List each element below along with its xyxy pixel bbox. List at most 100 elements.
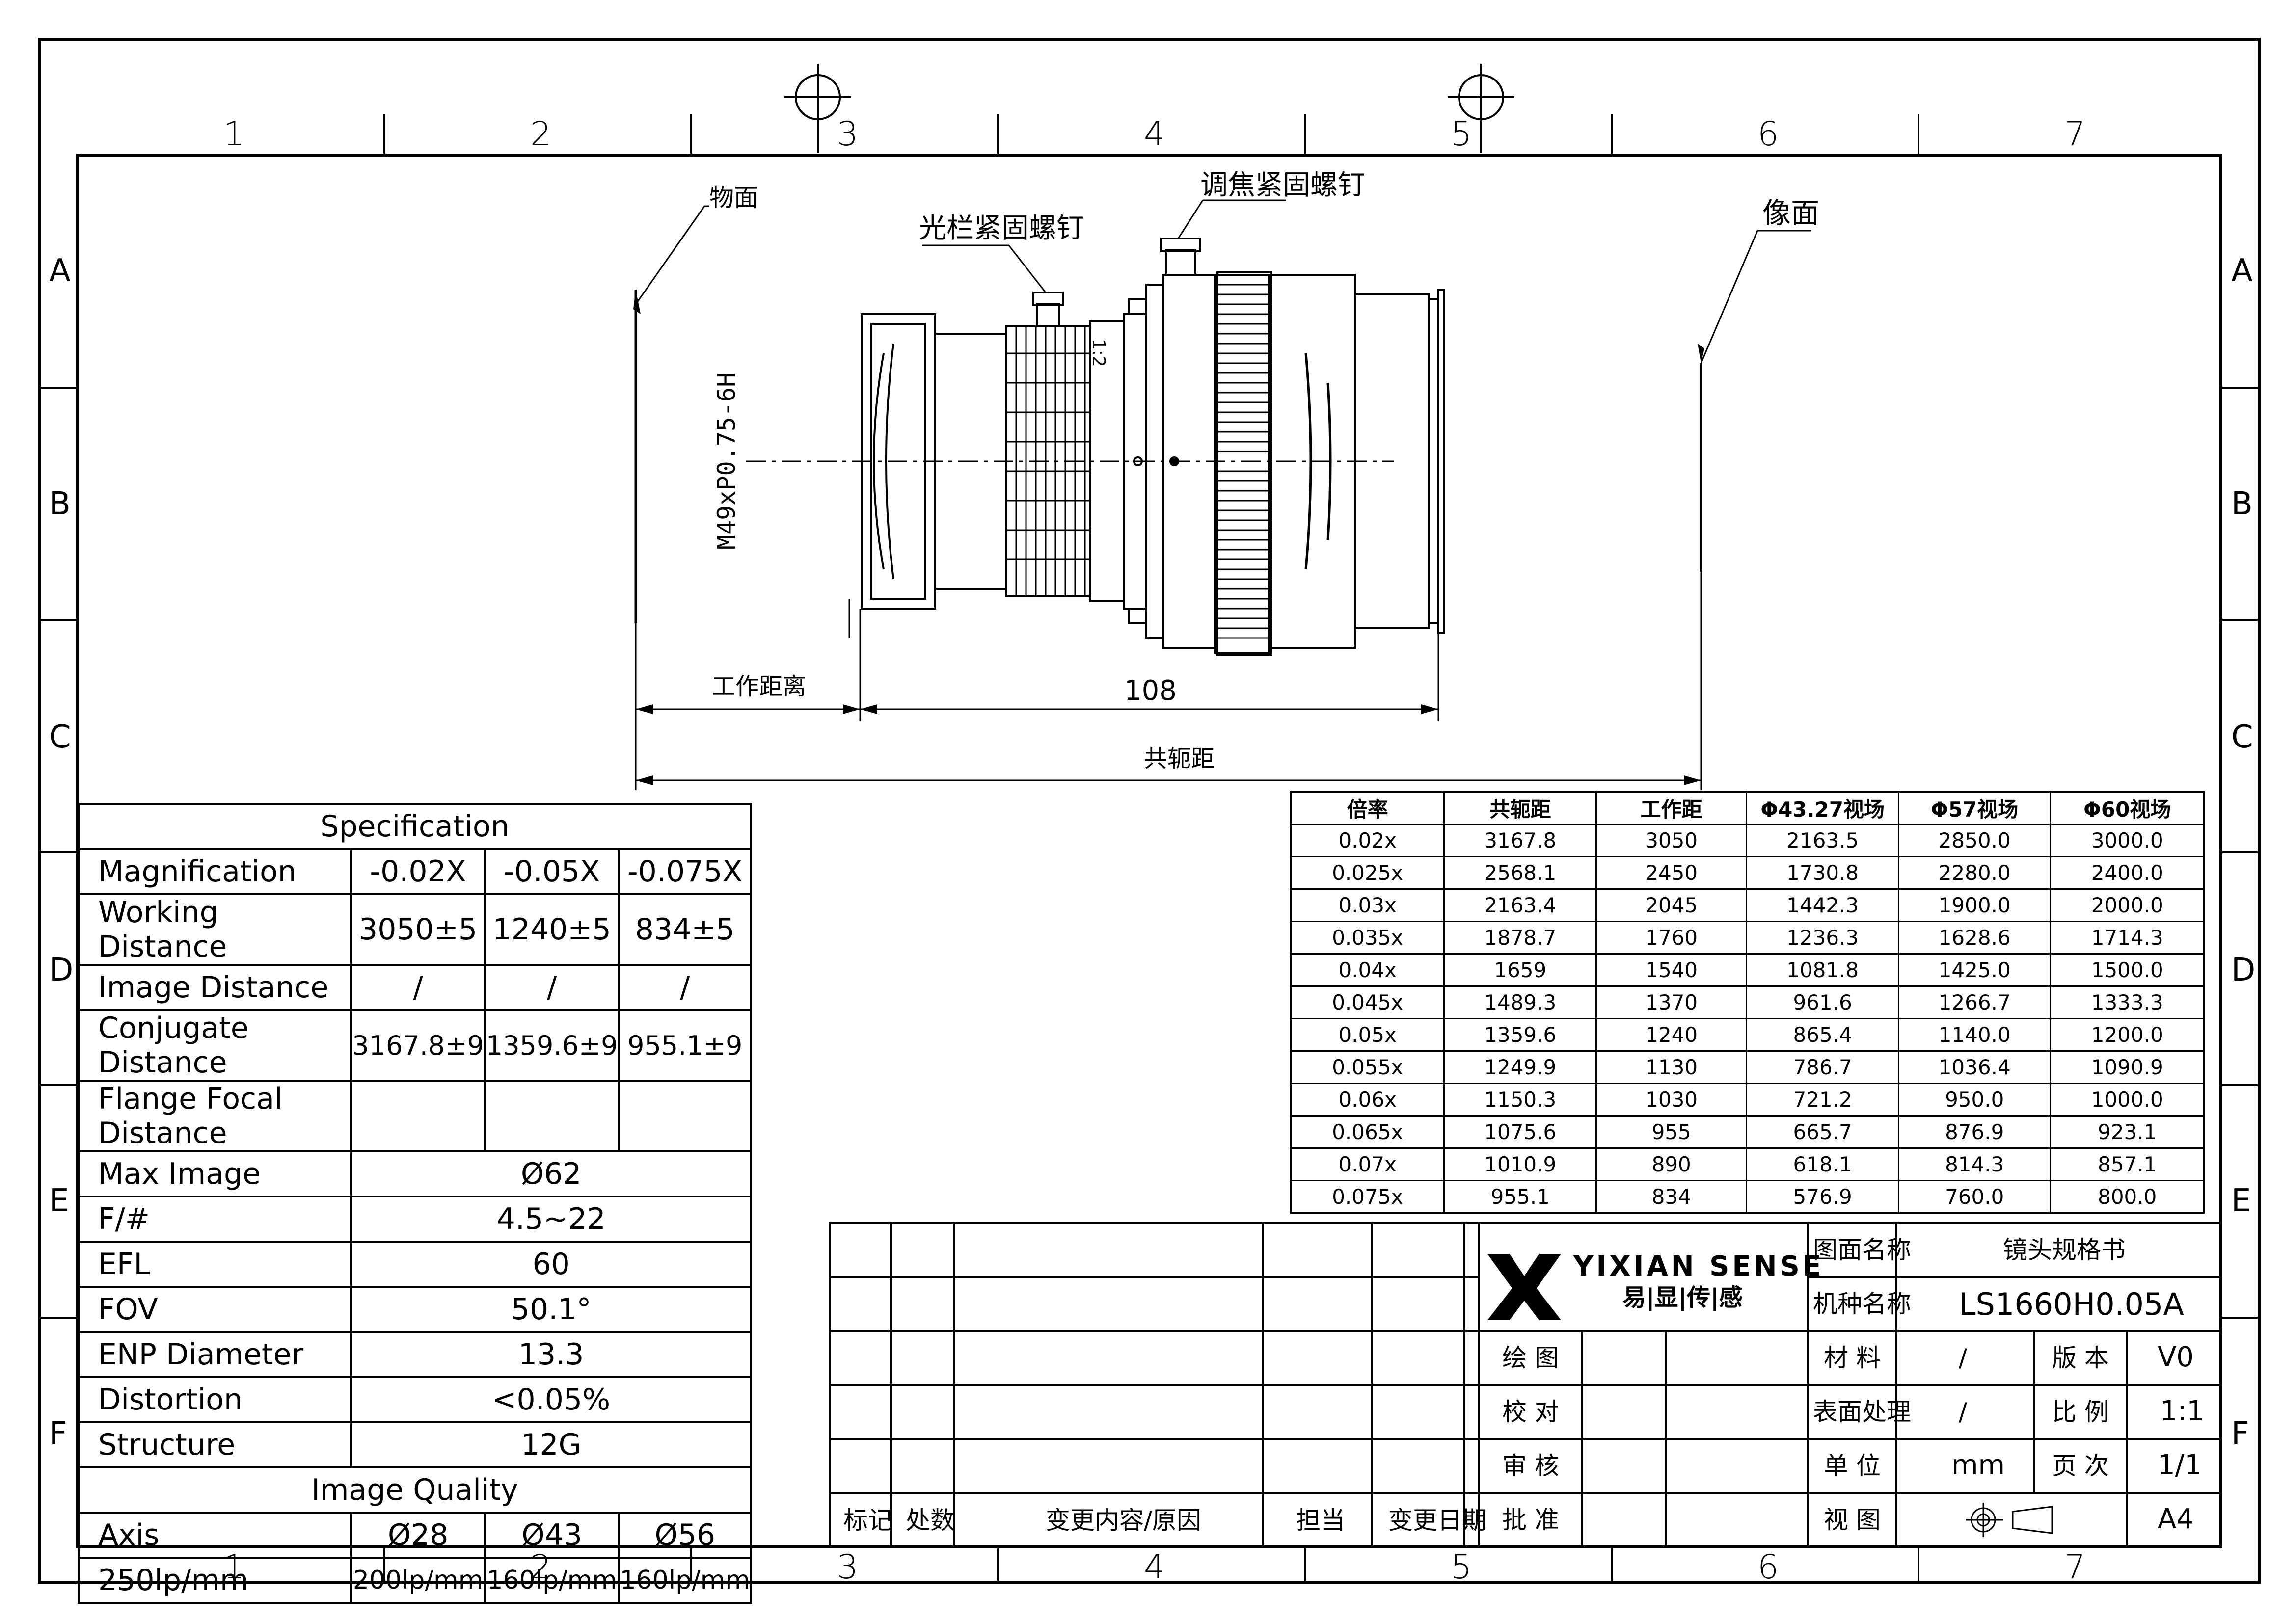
company-logo-text: YIXIAN SENSE <box>1573 1250 1825 1282</box>
checked-label: 校 对 <box>1502 1398 1559 1426</box>
spec-title: Specification <box>78 803 752 850</box>
yixian-logo-mark <box>1487 1254 1561 1320</box>
conjugate-distance-label: 共轭距 <box>1144 745 1215 772</box>
working-distance-label: 工作距离 <box>712 673 807 700</box>
knurl-hatching <box>1006 326 1090 596</box>
page-label: 页 次 <box>2052 1452 2109 1480</box>
row-right-d: D <box>2231 952 2256 988</box>
col-top-1: 1 <box>223 115 245 154</box>
aperture-screw-label: 光栏紧固螺钉 <box>919 213 1084 244</box>
model-label: 机种名称 <box>1813 1290 1911 1318</box>
model-value: LS1660H0.05A <box>1959 1286 2184 1322</box>
paper-size-value: A4 <box>2158 1503 2194 1535</box>
object-plane-label: 物面 <box>709 184 758 212</box>
zone-dividers <box>39 114 2259 1582</box>
col-top-4: 4 <box>1144 115 1165 154</box>
row-left-e: E <box>49 1183 69 1219</box>
surface-value: / <box>1959 1398 1967 1426</box>
image-quality-title: Image Quality <box>78 1466 752 1514</box>
material-value: / <box>1959 1344 1967 1372</box>
row-left-b: B <box>49 486 71 522</box>
scale-value: 1:1 <box>2160 1395 2205 1427</box>
rev-owner-header: 担当 <box>1296 1506 1345 1535</box>
unit-value: mm <box>1951 1449 2005 1481</box>
length-dimension: 108 <box>1124 675 1177 707</box>
approved-label: 批 准 <box>1502 1506 1559 1534</box>
col-top-5: 5 <box>1451 115 1472 154</box>
row-right-e: E <box>2231 1183 2251 1219</box>
company-logo-cn: 易|显|传|感 <box>1622 1284 1743 1311</box>
col-bot-4: 4 <box>1144 1548 1165 1587</box>
col-bot-3: 3 <box>837 1548 859 1587</box>
row-left-a: A <box>49 253 71 289</box>
row-left-f: F <box>49 1416 67 1452</box>
row-right-c: C <box>2231 719 2253 755</box>
drawing-name-label: 图面名称 <box>1813 1236 1911 1264</box>
surface-label: 表面处理 <box>1813 1398 1911 1426</box>
col-bot-7: 7 <box>2064 1548 2086 1587</box>
col-top-6: 6 <box>1757 115 1779 154</box>
outer-frame <box>38 38 2261 1584</box>
focus-screw-label: 调焦紧固螺钉 <box>1200 169 1365 201</box>
lens-outline <box>634 205 1811 790</box>
reviewed-label: 审 核 <box>1502 1452 1559 1480</box>
drawn-label: 绘 图 <box>1502 1344 1559 1372</box>
page-value: 1/1 <box>2158 1449 2202 1481</box>
version-value: V0 <box>2158 1341 2194 1373</box>
col-top-2: 2 <box>530 115 552 154</box>
table-row: Magnification-0.02X-0.05X-0.075X <box>77 848 752 895</box>
screw-leaders <box>922 199 1286 293</box>
table-row: Flange Focal Distance <box>77 1080 752 1152</box>
image-plane-label: 像面 <box>1762 196 1820 230</box>
table-row: F/#4.5~22 <box>77 1196 752 1243</box>
rev-date-header: 变更日期 <box>1388 1506 1486 1535</box>
scale-label: 比 例 <box>2052 1398 2109 1426</box>
row-right-b: B <box>2231 486 2253 522</box>
row-right-a: A <box>2231 253 2253 289</box>
row-left-d: D <box>49 952 74 988</box>
material-label: 材 料 <box>1824 1344 1881 1372</box>
view-label: 视 图 <box>1824 1506 1881 1534</box>
rev-content-header: 变更内容/原因 <box>1046 1506 1201 1535</box>
table-row: Image Distance/// <box>77 964 752 1011</box>
projection-symbol <box>1966 1503 2053 1537</box>
unit-label: 单 位 <box>1824 1452 1881 1480</box>
centering-marks <box>784 64 1514 153</box>
rev-mark-header: 标记 <box>843 1506 892 1535</box>
rev-count-header: 处数 <box>906 1506 955 1535</box>
drawing-name-value: 镜头规格书 <box>2003 1236 2126 1264</box>
col-bot-6: 6 <box>1757 1548 1779 1587</box>
focus-ring-hatching <box>1217 284 1271 639</box>
table-row: Distortion<0.05% <box>77 1376 752 1423</box>
col-top-7: 7 <box>2064 115 2086 154</box>
row-left-c: C <box>49 719 71 755</box>
dimension-arrows <box>633 290 1704 785</box>
specification-table: Specification Magnification-0.02X-0.05X-… <box>77 803 752 1604</box>
row-right-f: F <box>2231 1416 2249 1452</box>
